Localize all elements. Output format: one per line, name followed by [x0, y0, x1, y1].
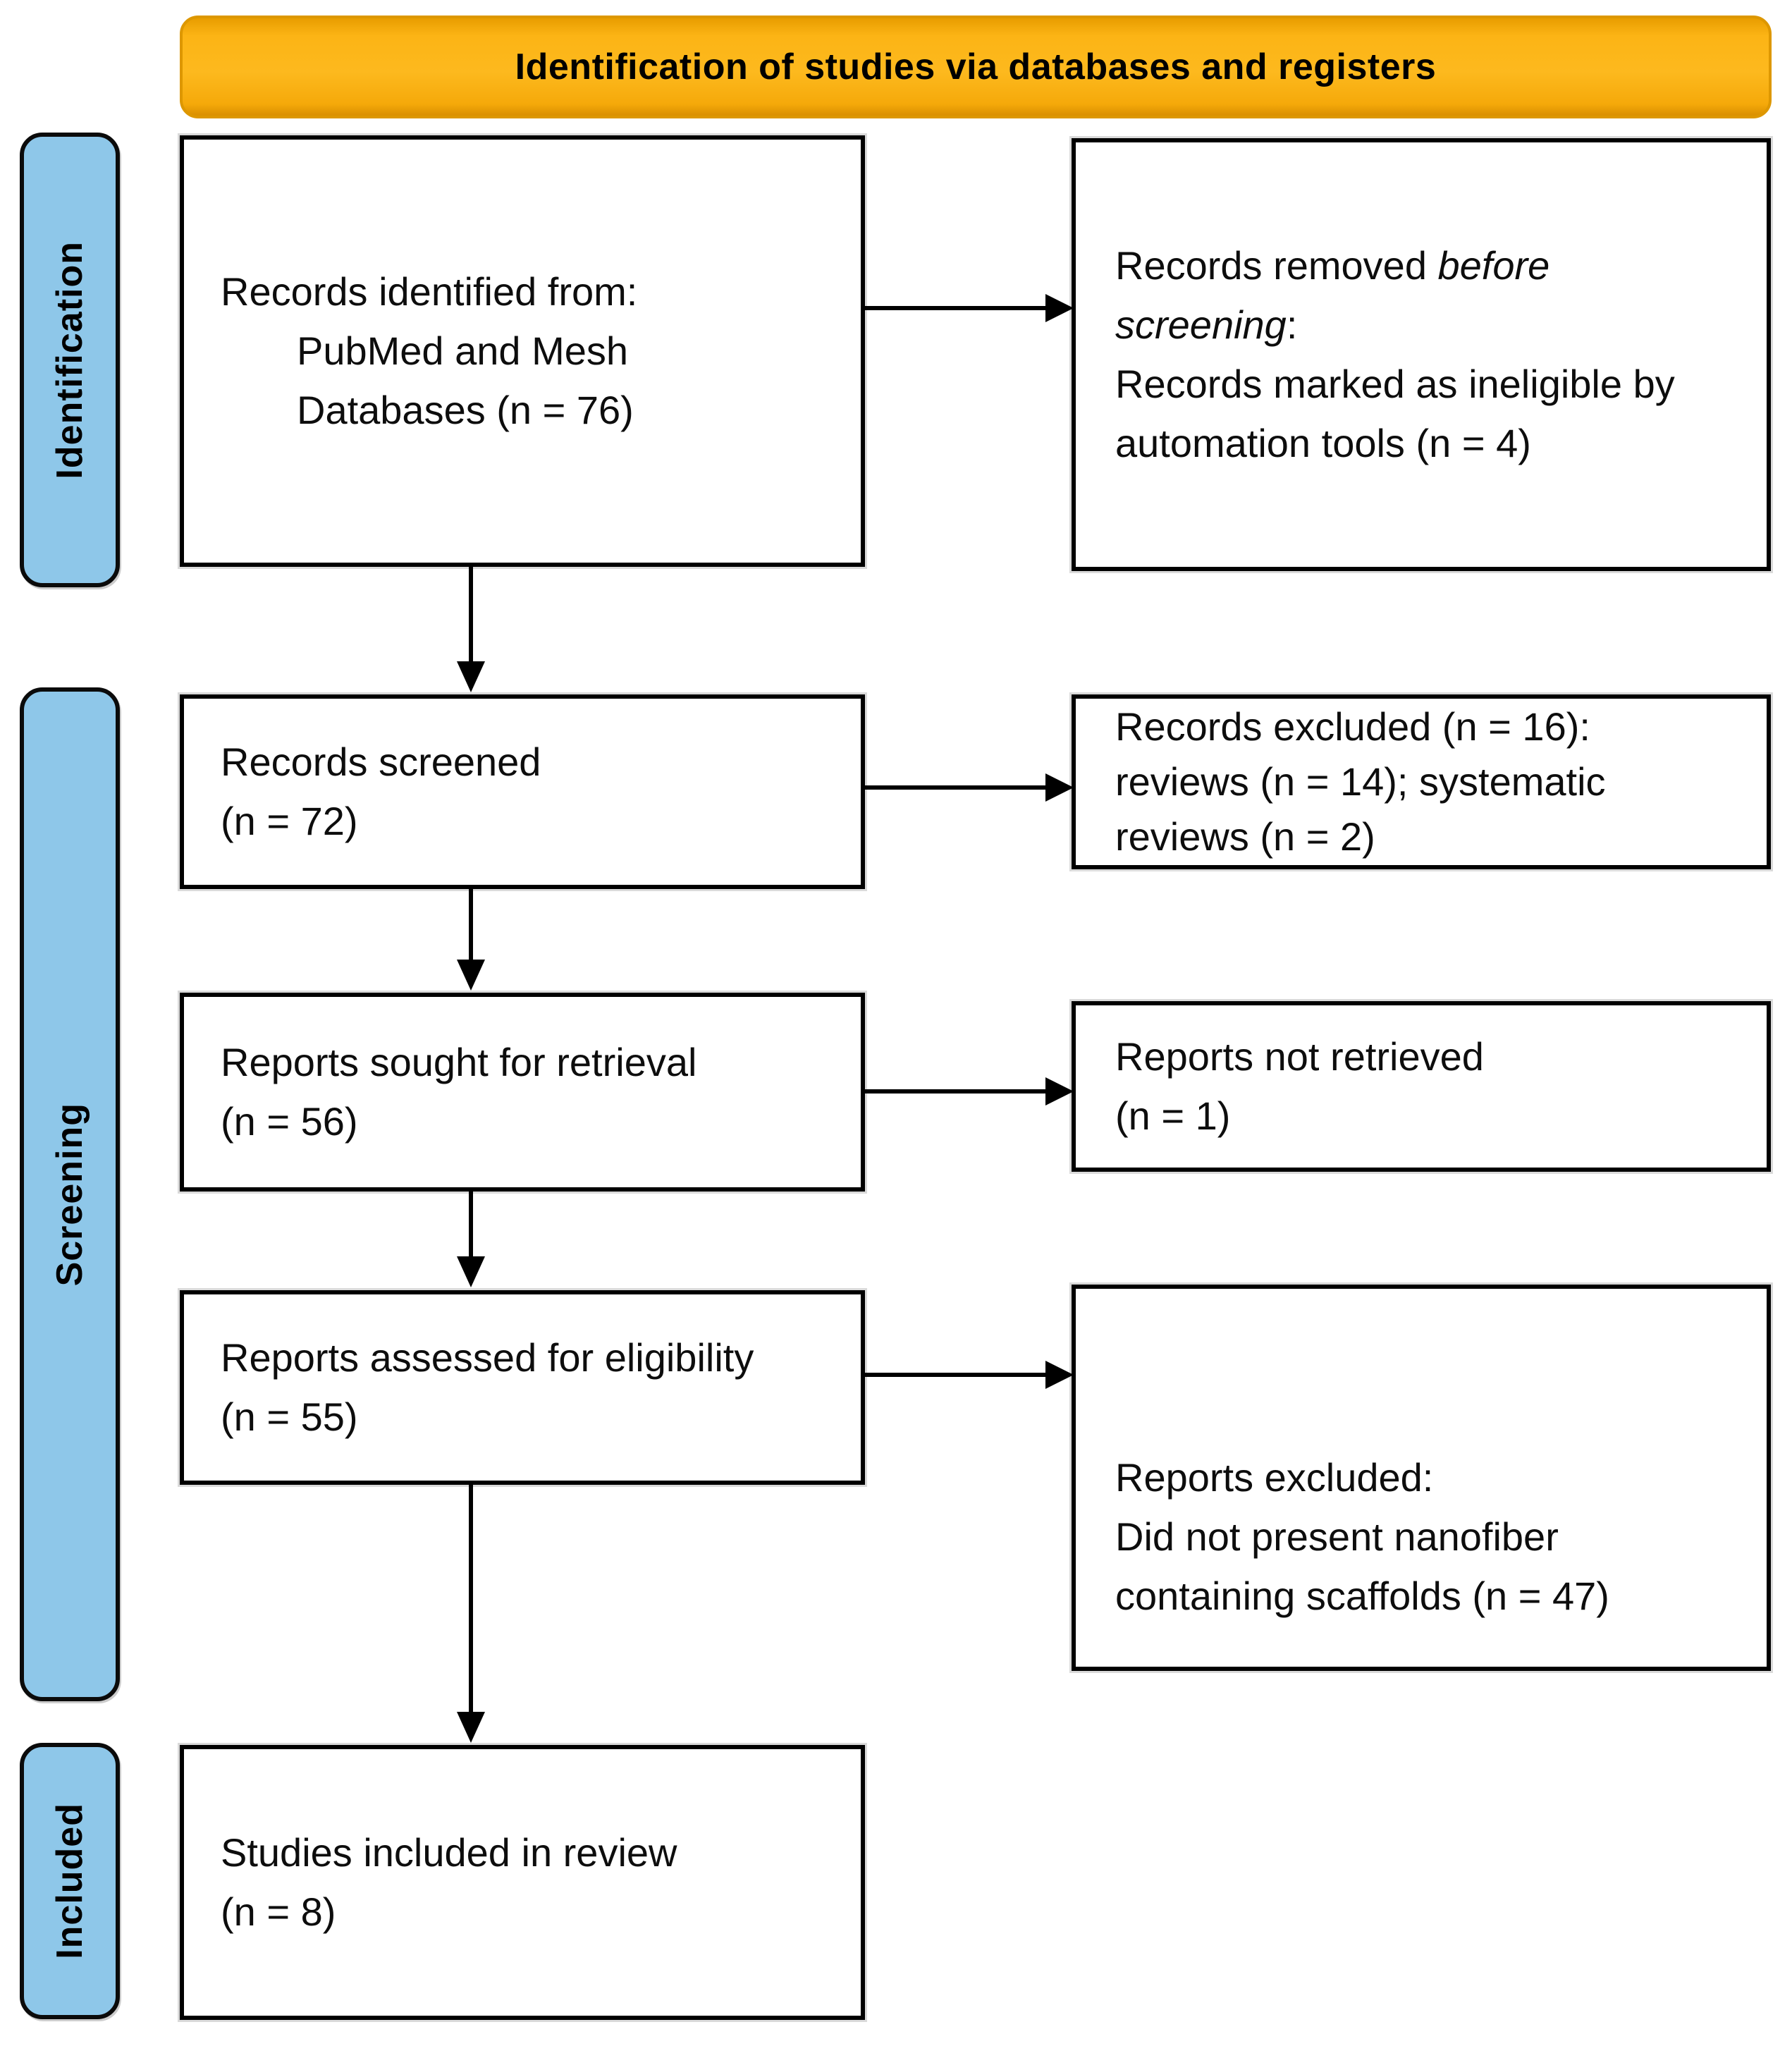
box-text-line: Reports sought for retrieval — [221, 1040, 697, 1084]
text-italic: before — [1437, 243, 1550, 288]
arrowhead-down-icon — [457, 1712, 485, 1743]
arrow-identified-to-removed — [865, 294, 1074, 322]
box-reports-not-retrieved: Reports not retrieved (n = 1) — [1072, 1001, 1771, 1172]
arrow-identified-to-screened — [457, 567, 485, 692]
box-text-line: (n = 72) — [221, 799, 358, 843]
box-text-line: PubMed and Mesh — [297, 329, 629, 373]
arrowhead-right-icon — [1045, 1077, 1074, 1105]
text-plain: : — [1286, 302, 1298, 347]
box-text-line: automation tools (n = 4) — [1115, 421, 1531, 465]
stage-label-screening: Screening — [20, 687, 120, 1701]
box-text-line: Records screened — [221, 740, 541, 784]
box-text-line: containing scaffolds (n = 47) — [1115, 1574, 1609, 1618]
box-text-line: (n = 55) — [221, 1395, 358, 1439]
box-records-screened: Records screened (n = 72) — [180, 694, 865, 889]
arrowhead-right-icon — [1045, 294, 1074, 322]
box-text-line: Reports not retrieved — [1115, 1034, 1484, 1079]
box-text-line: Records removed before — [1115, 236, 1757, 295]
stage-label-included-text: Included — [49, 1803, 90, 1959]
box-records-identified: Records identified from: PubMed and Mesh… — [180, 135, 865, 567]
stage-label-screening-text: Screening — [49, 1102, 90, 1287]
box-reports-assessed: Reports assessed for eligibility (n = 55… — [180, 1290, 865, 1485]
box-text-line: (n = 1) — [1115, 1094, 1231, 1138]
banner-title: Identification of studies via databases … — [515, 47, 1437, 87]
box-text-line: Records marked as ineligible by — [1115, 362, 1675, 406]
arrow-screened-to-sought — [457, 889, 485, 991]
arrow-sought-to-not-retrieved — [865, 1077, 1074, 1105]
text-italic: screening — [1115, 302, 1287, 347]
box-records-removed-before-screening: Records removed before screening: Record… — [1072, 138, 1771, 571]
text-plain: Records removed — [1115, 243, 1438, 288]
arrow-assessed-to-reports-excluded — [865, 1361, 1074, 1389]
arrowhead-down-icon — [457, 661, 485, 692]
box-text-line: Reports assessed for eligibility — [221, 1335, 754, 1380]
arrowhead-right-icon — [1045, 1361, 1074, 1389]
box-records-excluded: Records excluded (n = 16): reviews (n = … — [1072, 694, 1771, 869]
box-text-line: Reports excluded: — [1115, 1455, 1434, 1500]
box-text-line: Records excluded (n = 16): — [1115, 704, 1590, 749]
box-studies-included: Studies included in review (n = 8) — [180, 1745, 865, 2020]
box-text-line: screening: — [1115, 295, 1757, 355]
arrow-sought-to-assessed — [457, 1192, 485, 1287]
box-text-line: reviews (n = 2) — [1115, 814, 1375, 859]
arrowhead-right-icon — [1045, 773, 1074, 802]
box-text-line: Records identified from: — [221, 269, 638, 314]
stage-label-identification: Identification — [20, 133, 120, 587]
box-text-line: reviews (n = 14); systematic — [1115, 759, 1606, 804]
arrowhead-down-icon — [457, 1256, 485, 1287]
box-text-line: Studies included in review — [221, 1830, 677, 1875]
stage-label-included: Included — [20, 1743, 120, 2019]
stage-label-identification-text: Identification — [49, 240, 90, 479]
box-text-line: Databases (n = 76) — [297, 388, 634, 432]
box-text-line: (n = 8) — [221, 1889, 336, 1934]
arrow-screened-to-excluded — [865, 773, 1074, 802]
box-reports-sought: Reports sought for retrieval (n = 56) — [180, 993, 865, 1192]
banner-identification-of-studies: Identification of studies via databases … — [180, 16, 1772, 118]
arrow-assessed-to-included — [457, 1485, 485, 1743]
box-text-line: Did not present nanofiber — [1115, 1514, 1559, 1559]
arrowhead-down-icon — [457, 960, 485, 991]
box-reports-excluded: Reports excluded: Did not present nanofi… — [1072, 1285, 1771, 1671]
box-text-line: (n = 56) — [221, 1099, 358, 1144]
